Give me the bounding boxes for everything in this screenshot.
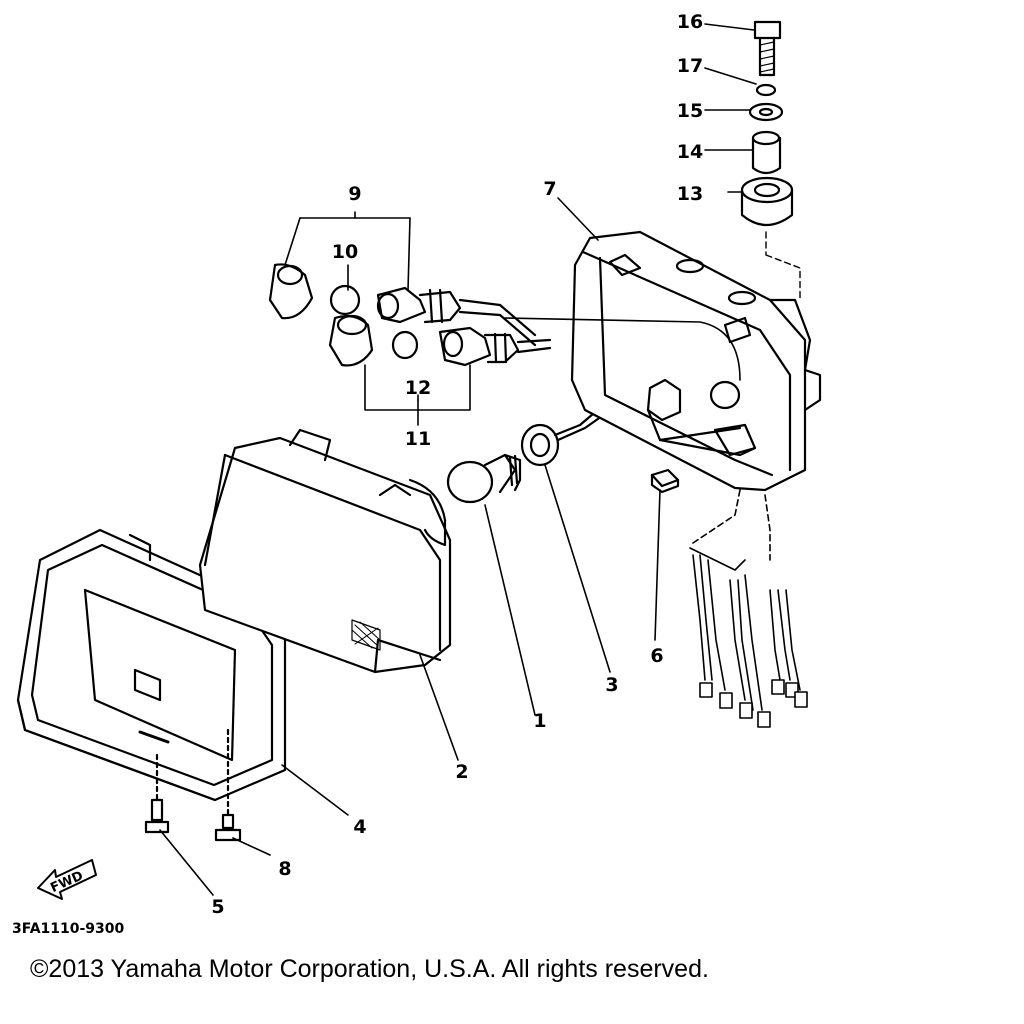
callout-12: 12: [405, 377, 431, 399]
headlight-case: [570, 230, 822, 492]
callout-11: 11: [405, 428, 431, 450]
callout-5: 5: [211, 896, 224, 918]
screw-5: [144, 753, 170, 834]
bulb-sockets: [268, 263, 552, 367]
callout-2: 2: [455, 761, 468, 783]
callout-16: 16: [677, 11, 703, 33]
callout-10: 10: [332, 241, 358, 263]
callout-17: 17: [677, 55, 703, 77]
callout-9: 9: [348, 183, 361, 205]
callout-4: 4: [353, 816, 366, 838]
callout-15: 15: [677, 100, 703, 122]
callout-6: 6: [650, 645, 663, 667]
callout-7: 7: [543, 178, 556, 200]
bulb: [446, 453, 522, 504]
callout-3: 3: [605, 674, 618, 696]
callout-leaders: [159, 23, 757, 896]
part-code: 3FA1110-9300: [12, 921, 125, 937]
callout-14: 14: [677, 141, 703, 163]
callout-1: 1: [533, 710, 546, 732]
callout-13: 13: [677, 183, 703, 205]
mounting-hardware: [740, 20, 801, 301]
wire-harness: [689, 489, 808, 728]
copyright-notice: ©2013 Yamaha Motor Corporation, U.S.A. A…: [30, 955, 709, 983]
headlight-unit: [198, 428, 452, 674]
socket-grommet: [520, 406, 607, 467]
screw-8: [214, 728, 242, 842]
fwd-arrow-icon: [37, 859, 97, 900]
bracket-leaders: [284, 211, 741, 426]
nut-clip: [650, 468, 680, 494]
callout-8: 8: [278, 858, 291, 880]
